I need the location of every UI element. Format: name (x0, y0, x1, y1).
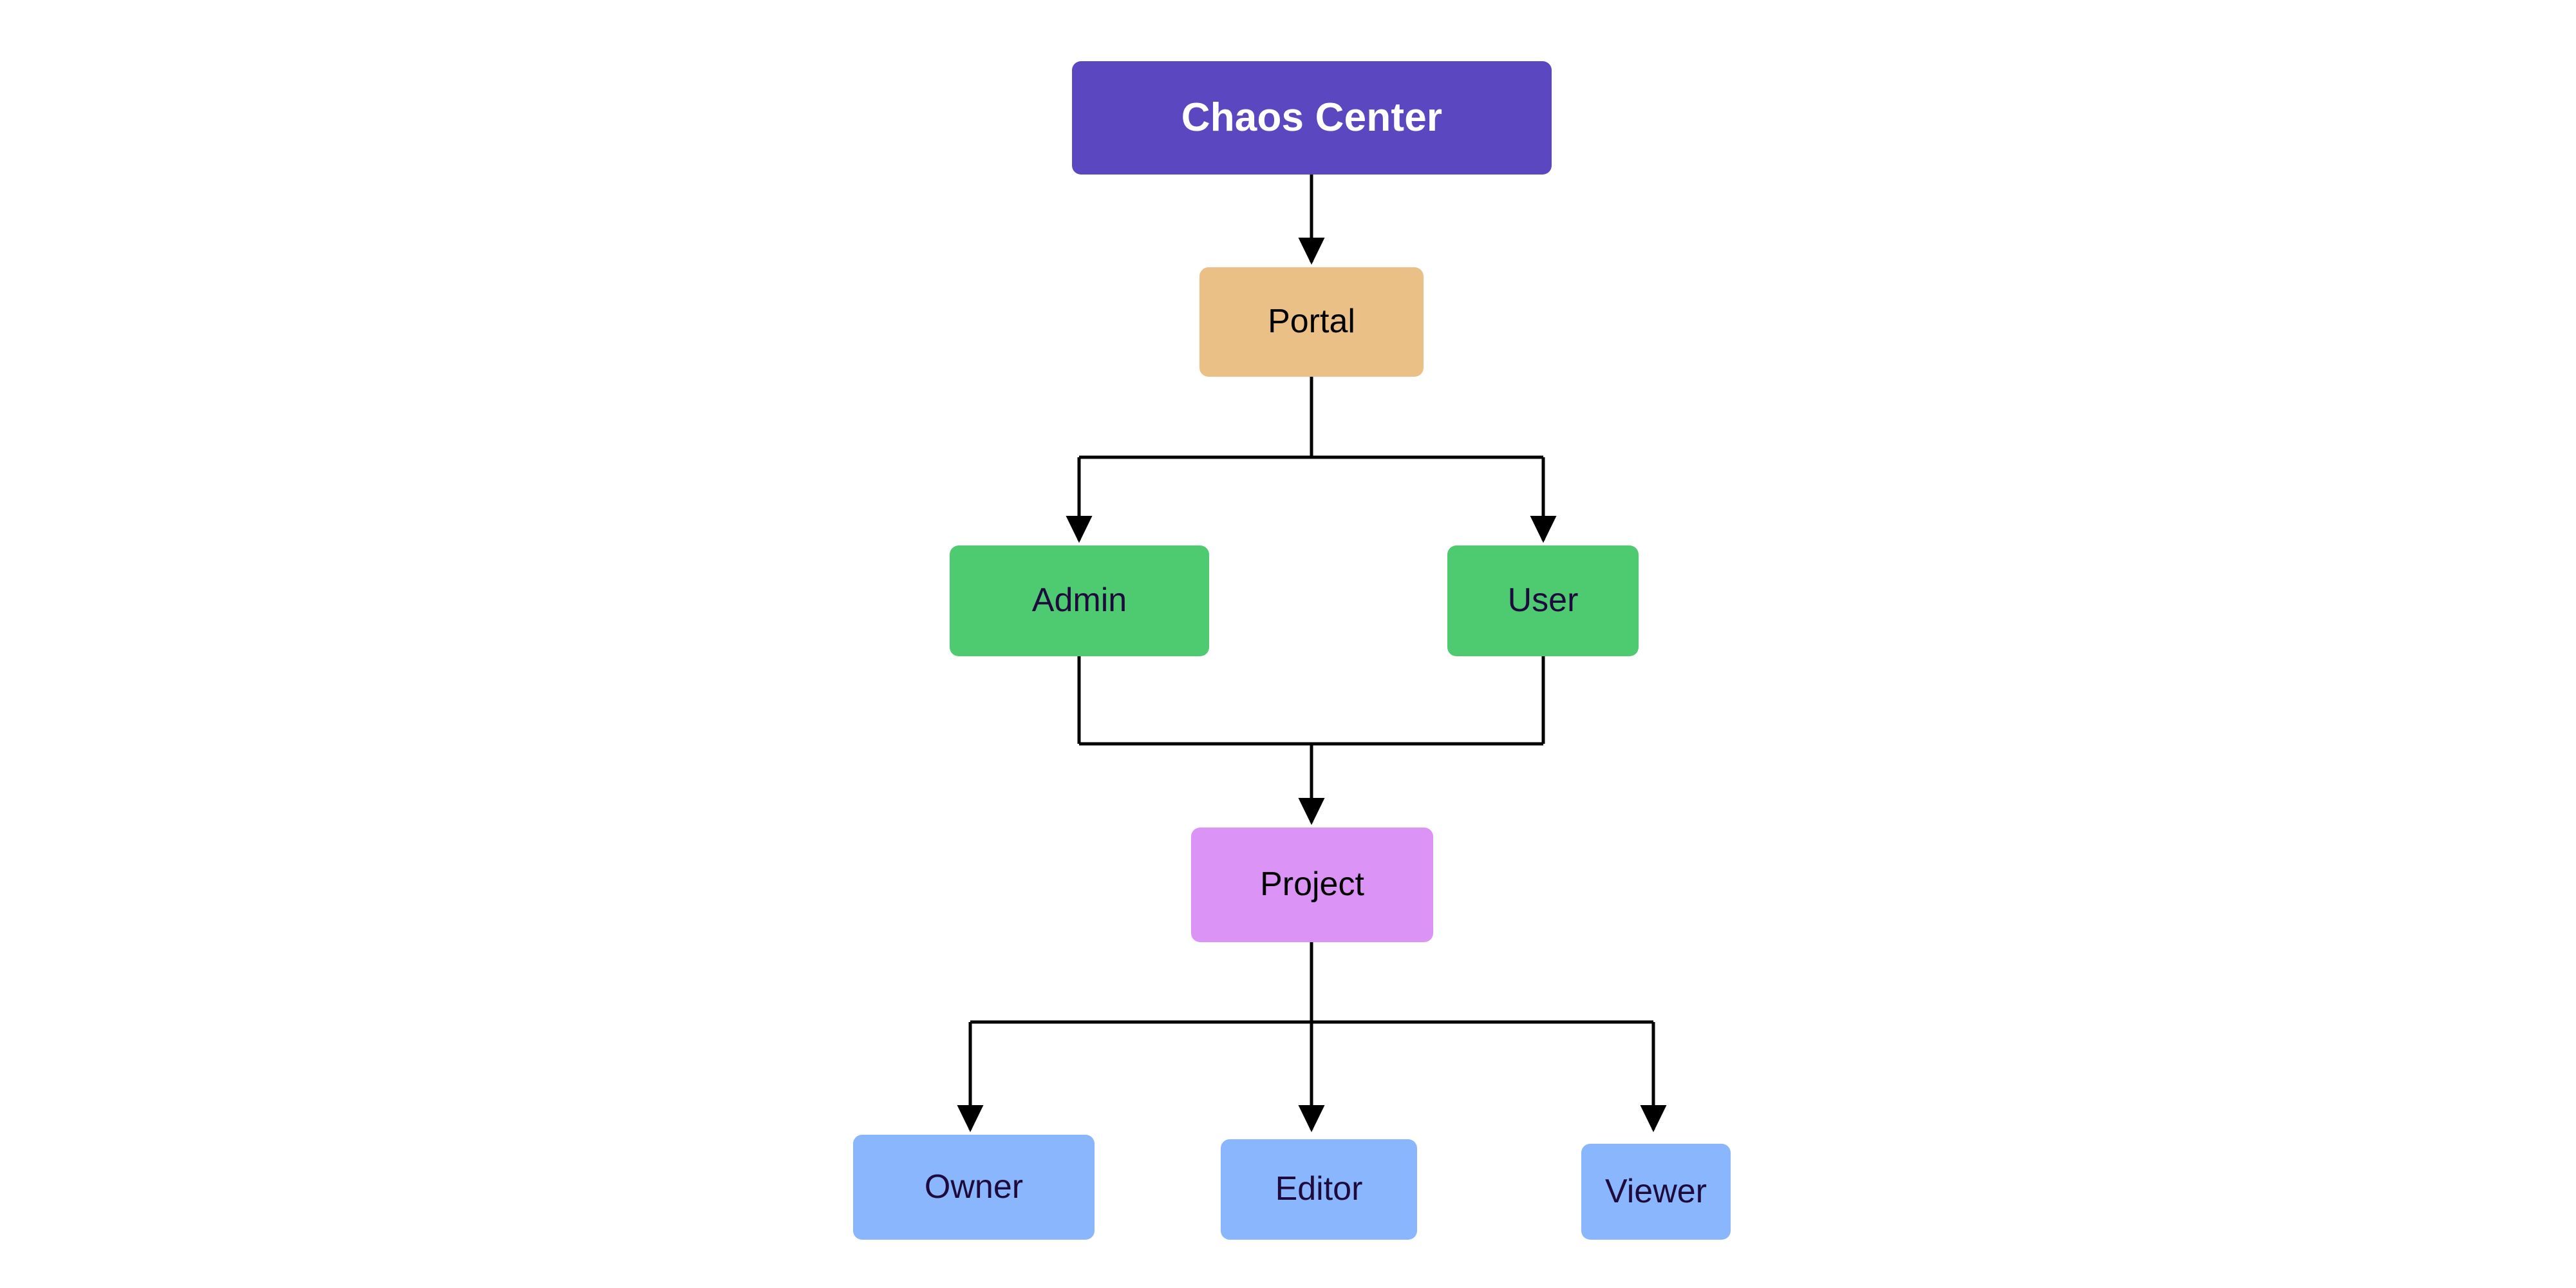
node-editor-label: Editor (1275, 1170, 1363, 1208)
node-editor[interactable]: Editor (1221, 1139, 1417, 1240)
node-owner[interactable]: Owner (853, 1135, 1095, 1240)
node-portal-label: Portal (1268, 303, 1355, 341)
node-viewer-label: Viewer (1604, 1172, 1707, 1210)
node-portal[interactable]: Portal (1199, 267, 1424, 377)
node-viewer[interactable]: Viewer (1581, 1144, 1731, 1240)
node-user-label: User (1507, 582, 1579, 620)
node-project-label: Project (1260, 866, 1364, 904)
node-admin[interactable]: Admin (950, 545, 1209, 656)
node-chaos-center[interactable]: Chaos Center (1072, 61, 1552, 175)
node-project[interactable]: Project (1191, 828, 1433, 942)
node-chaos-center-label: Chaos Center (1181, 95, 1443, 140)
node-owner-label: Owner (924, 1168, 1024, 1206)
node-admin-label: Admin (1031, 582, 1127, 620)
node-user[interactable]: User (1447, 545, 1639, 656)
